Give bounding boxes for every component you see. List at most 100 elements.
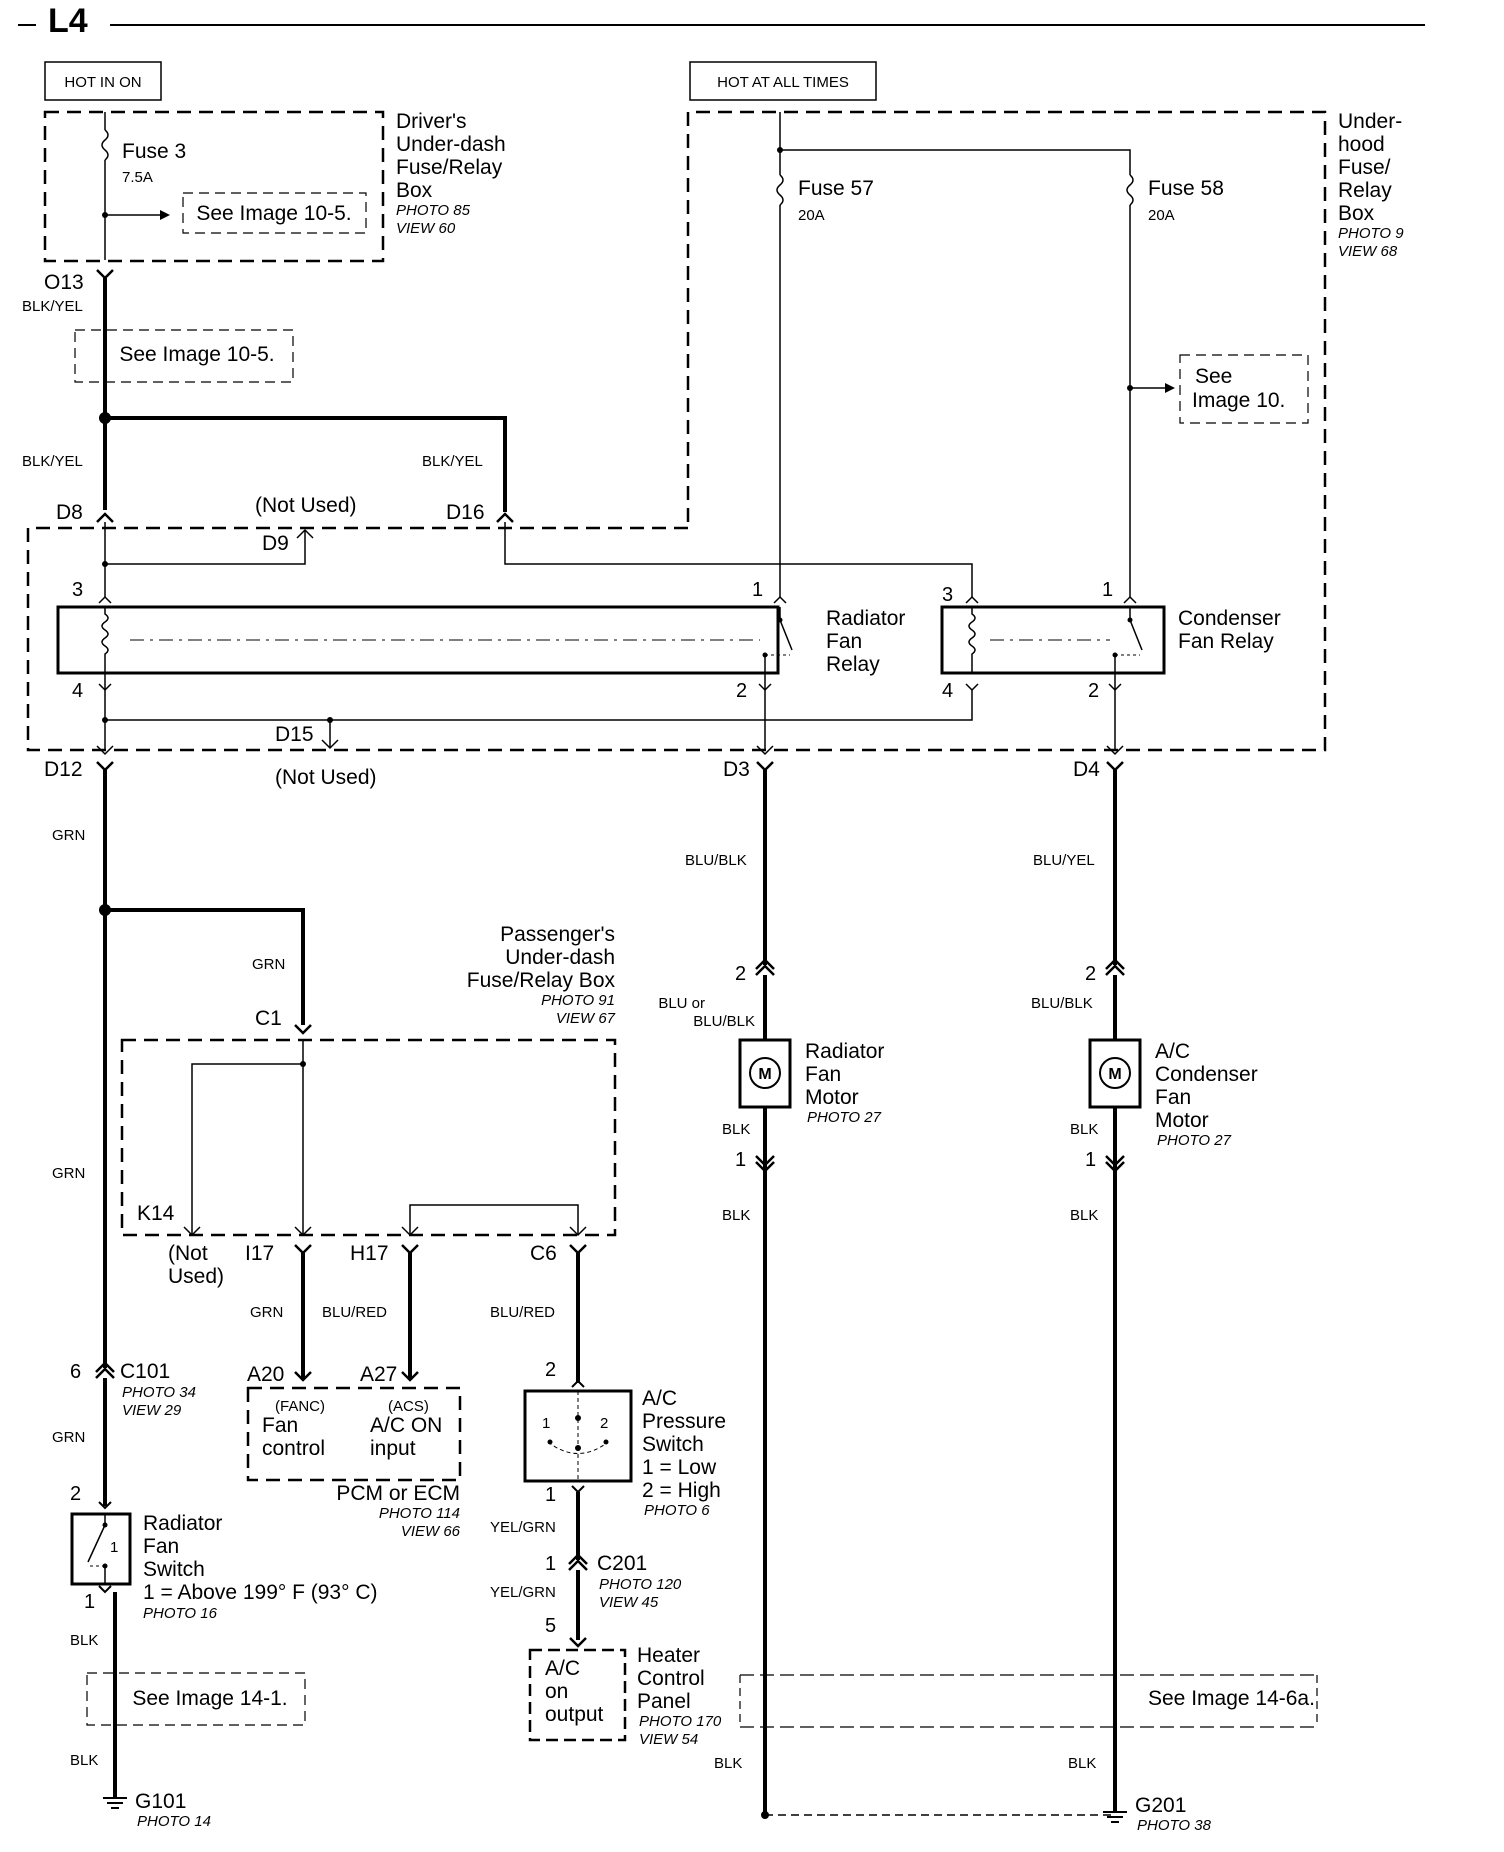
svg-text:BLK: BLK: [1070, 1121, 1098, 1138]
radiator-fan-relay: Radiator Fan Relay: [56, 605, 905, 676]
passengers-fuse-box: Passenger's Under-dash Fuse/Relay Box PH…: [120, 923, 617, 1288]
motor-icon: [1099, 1057, 1131, 1089]
pcm-ecm: GRN BLU/RED A20 A27 (FANC) Fan control (…: [246, 1253, 462, 1540]
svg-text:2: 2: [545, 1359, 556, 1381]
page-header: L4: [18, 2, 1425, 40]
svg-text:PHOTO 85: PHOTO 85: [396, 202, 471, 219]
svg-text:1: 1: [1102, 579, 1113, 601]
drivers-fuse-box: Fuse 3 7.5A See Image 10-5. Driver's Und…: [43, 110, 506, 263]
svg-text:BLU/RED: BLU/RED: [490, 1304, 555, 1321]
svg-text:PHOTO 114: PHOTO 114: [379, 1505, 460, 1522]
svg-text:BLK: BLK: [714, 1755, 742, 1772]
radiator-fan-motor-circuit: BLU/BLK 2 BLU or BLU/BLK M Radiator Fan …: [658, 770, 884, 1815]
ac-condenser-fan-motor: M: [1088, 1038, 1142, 1109]
svg-text:Relay: Relay: [826, 653, 880, 676]
wire-o13-blk-yel: O13 BLK/YEL See Image 10-5. BLK/YEL BLK/…: [22, 269, 507, 512]
svg-text:1: 1: [545, 1553, 556, 1575]
svg-text:C1: C1: [255, 1007, 282, 1030]
svg-text:GRN: GRN: [52, 1429, 85, 1446]
svg-text:1: 1: [84, 1591, 95, 1613]
svg-text:BLK/YEL: BLK/YEL: [22, 453, 83, 470]
relay-coil-icon: [101, 607, 109, 672]
svg-text:BLK: BLK: [1070, 1207, 1098, 1224]
svg-text:K14: K14: [137, 1202, 175, 1225]
ground-icon: [103, 1797, 127, 1809]
svg-text:Fan Relay: Fan Relay: [1178, 630, 1274, 653]
hot-in-on-label: HOT IN ON: [44, 61, 162, 101]
svg-text:Used): Used): [168, 1265, 224, 1288]
svg-text:(FANC): (FANC): [275, 1398, 325, 1415]
svg-text:Under-dash: Under-dash: [396, 133, 506, 156]
wire-grn-circuit: GRN GRN GRN 6 C101 PHOTO 34 VIEW 29 GRN …: [52, 770, 305, 1510]
relay-contact-icon: [1129, 619, 1143, 651]
svg-text:GRN: GRN: [52, 1165, 85, 1182]
svg-text:2 = High: 2 = High: [642, 1479, 721, 1502]
svg-text:1 = Low: 1 = Low: [642, 1456, 717, 1479]
svg-text:PHOTO 6: PHOTO 6: [644, 1502, 710, 1519]
svg-text:D4: D4: [1073, 758, 1100, 781]
svg-text:VIEW 29: VIEW 29: [122, 1402, 182, 1419]
svg-text:6: 6: [70, 1361, 81, 1383]
svg-text:3: 3: [72, 579, 83, 601]
svg-text:BLK: BLK: [722, 1207, 750, 1224]
svg-text:Fan: Fan: [805, 1063, 841, 1086]
svg-text:HOT IN ON: HOT IN ON: [64, 74, 141, 91]
svg-text:2: 2: [735, 963, 746, 985]
svg-text:A/C: A/C: [642, 1387, 677, 1410]
svg-text:I17: I17: [245, 1242, 274, 1265]
svg-text:PHOTO 27: PHOTO 27: [1157, 1132, 1232, 1149]
svg-text:PCM or ECM: PCM or ECM: [336, 1482, 460, 1505]
svg-text:1: 1: [1085, 1149, 1096, 1171]
svg-text:(ACS): (ACS): [388, 1398, 429, 1415]
svg-text:20A: 20A: [1148, 207, 1175, 224]
svg-text:Condenser: Condenser: [1155, 1063, 1258, 1086]
svg-text:Relay: Relay: [1338, 179, 1392, 202]
svg-text:Motor: Motor: [1155, 1109, 1209, 1132]
svg-text:PHOTO 14: PHOTO 14: [137, 1813, 211, 1830]
svg-text:(Not Used): (Not Used): [255, 494, 357, 517]
svg-text:M: M: [1108, 1066, 1121, 1083]
svg-text:Heater: Heater: [637, 1644, 700, 1667]
svg-text:VIEW 60: VIEW 60: [396, 220, 456, 237]
svg-text:BLK: BLK: [70, 1752, 98, 1769]
svg-text:(Not Used): (Not Used): [275, 766, 377, 789]
svg-text:2: 2: [1085, 963, 1096, 985]
svg-text:BLK/YEL: BLK/YEL: [422, 453, 483, 470]
fuse-3-symbol: [101, 129, 109, 161]
svg-text:See Image 10-5.: See Image 10-5.: [196, 202, 351, 225]
fuse-58-symbol: [1126, 174, 1134, 206]
svg-text:C201: C201: [597, 1552, 647, 1575]
svg-text:See: See: [1195, 365, 1232, 388]
svg-text:input: input: [370, 1437, 416, 1460]
svg-text:BLU/YEL: BLU/YEL: [1033, 852, 1095, 869]
svg-text:PHOTO 34: PHOTO 34: [122, 1384, 196, 1401]
connector-c201-icon: [568, 1553, 588, 1571]
svg-text:M: M: [758, 1066, 771, 1083]
svg-text:2: 2: [736, 680, 747, 702]
svg-text:A/C: A/C: [1155, 1040, 1190, 1063]
svg-text:Fuse/Relay: Fuse/Relay: [396, 156, 503, 179]
svg-text:Fuse/: Fuse/: [1338, 156, 1391, 179]
svg-text:YEL/GRN: YEL/GRN: [490, 1584, 556, 1601]
svg-text:PHOTO 27: PHOTO 27: [807, 1109, 882, 1126]
svg-text:Condenser: Condenser: [1178, 607, 1281, 630]
svg-text:2: 2: [1088, 680, 1099, 702]
svg-text:Fan: Fan: [143, 1535, 179, 1558]
svg-text:Under-dash: Under-dash: [505, 946, 615, 969]
svg-text:A/C: A/C: [545, 1657, 580, 1680]
svg-text:1: 1: [752, 579, 763, 601]
svg-text:Fan: Fan: [826, 630, 862, 653]
svg-text:PHOTO 9: PHOTO 9: [1338, 225, 1404, 242]
hot-at-all-times-label: HOT AT ALL TIMES: [689, 61, 877, 101]
svg-text:20A: 20A: [798, 207, 825, 224]
svg-text:D3: D3: [723, 758, 750, 781]
svg-text:GRN: GRN: [52, 827, 85, 844]
svg-text:GRN: GRN: [252, 956, 285, 973]
underhood-fuse-box: Under- hood Fuse/ Relay Box PHOTO 9 VIEW…: [26, 110, 1404, 756]
svg-text:Switch: Switch: [642, 1433, 704, 1456]
heater-control-panel-circuit: YEL/GRN 1 C201 PHOTO 120 VIEW 45 YEL/GRN…: [490, 1492, 722, 1748]
svg-text:Image 10.: Image 10.: [1192, 389, 1285, 412]
svg-text:VIEW 66: VIEW 66: [401, 1523, 461, 1540]
svg-text:PHOTO 120: PHOTO 120: [599, 1576, 682, 1593]
